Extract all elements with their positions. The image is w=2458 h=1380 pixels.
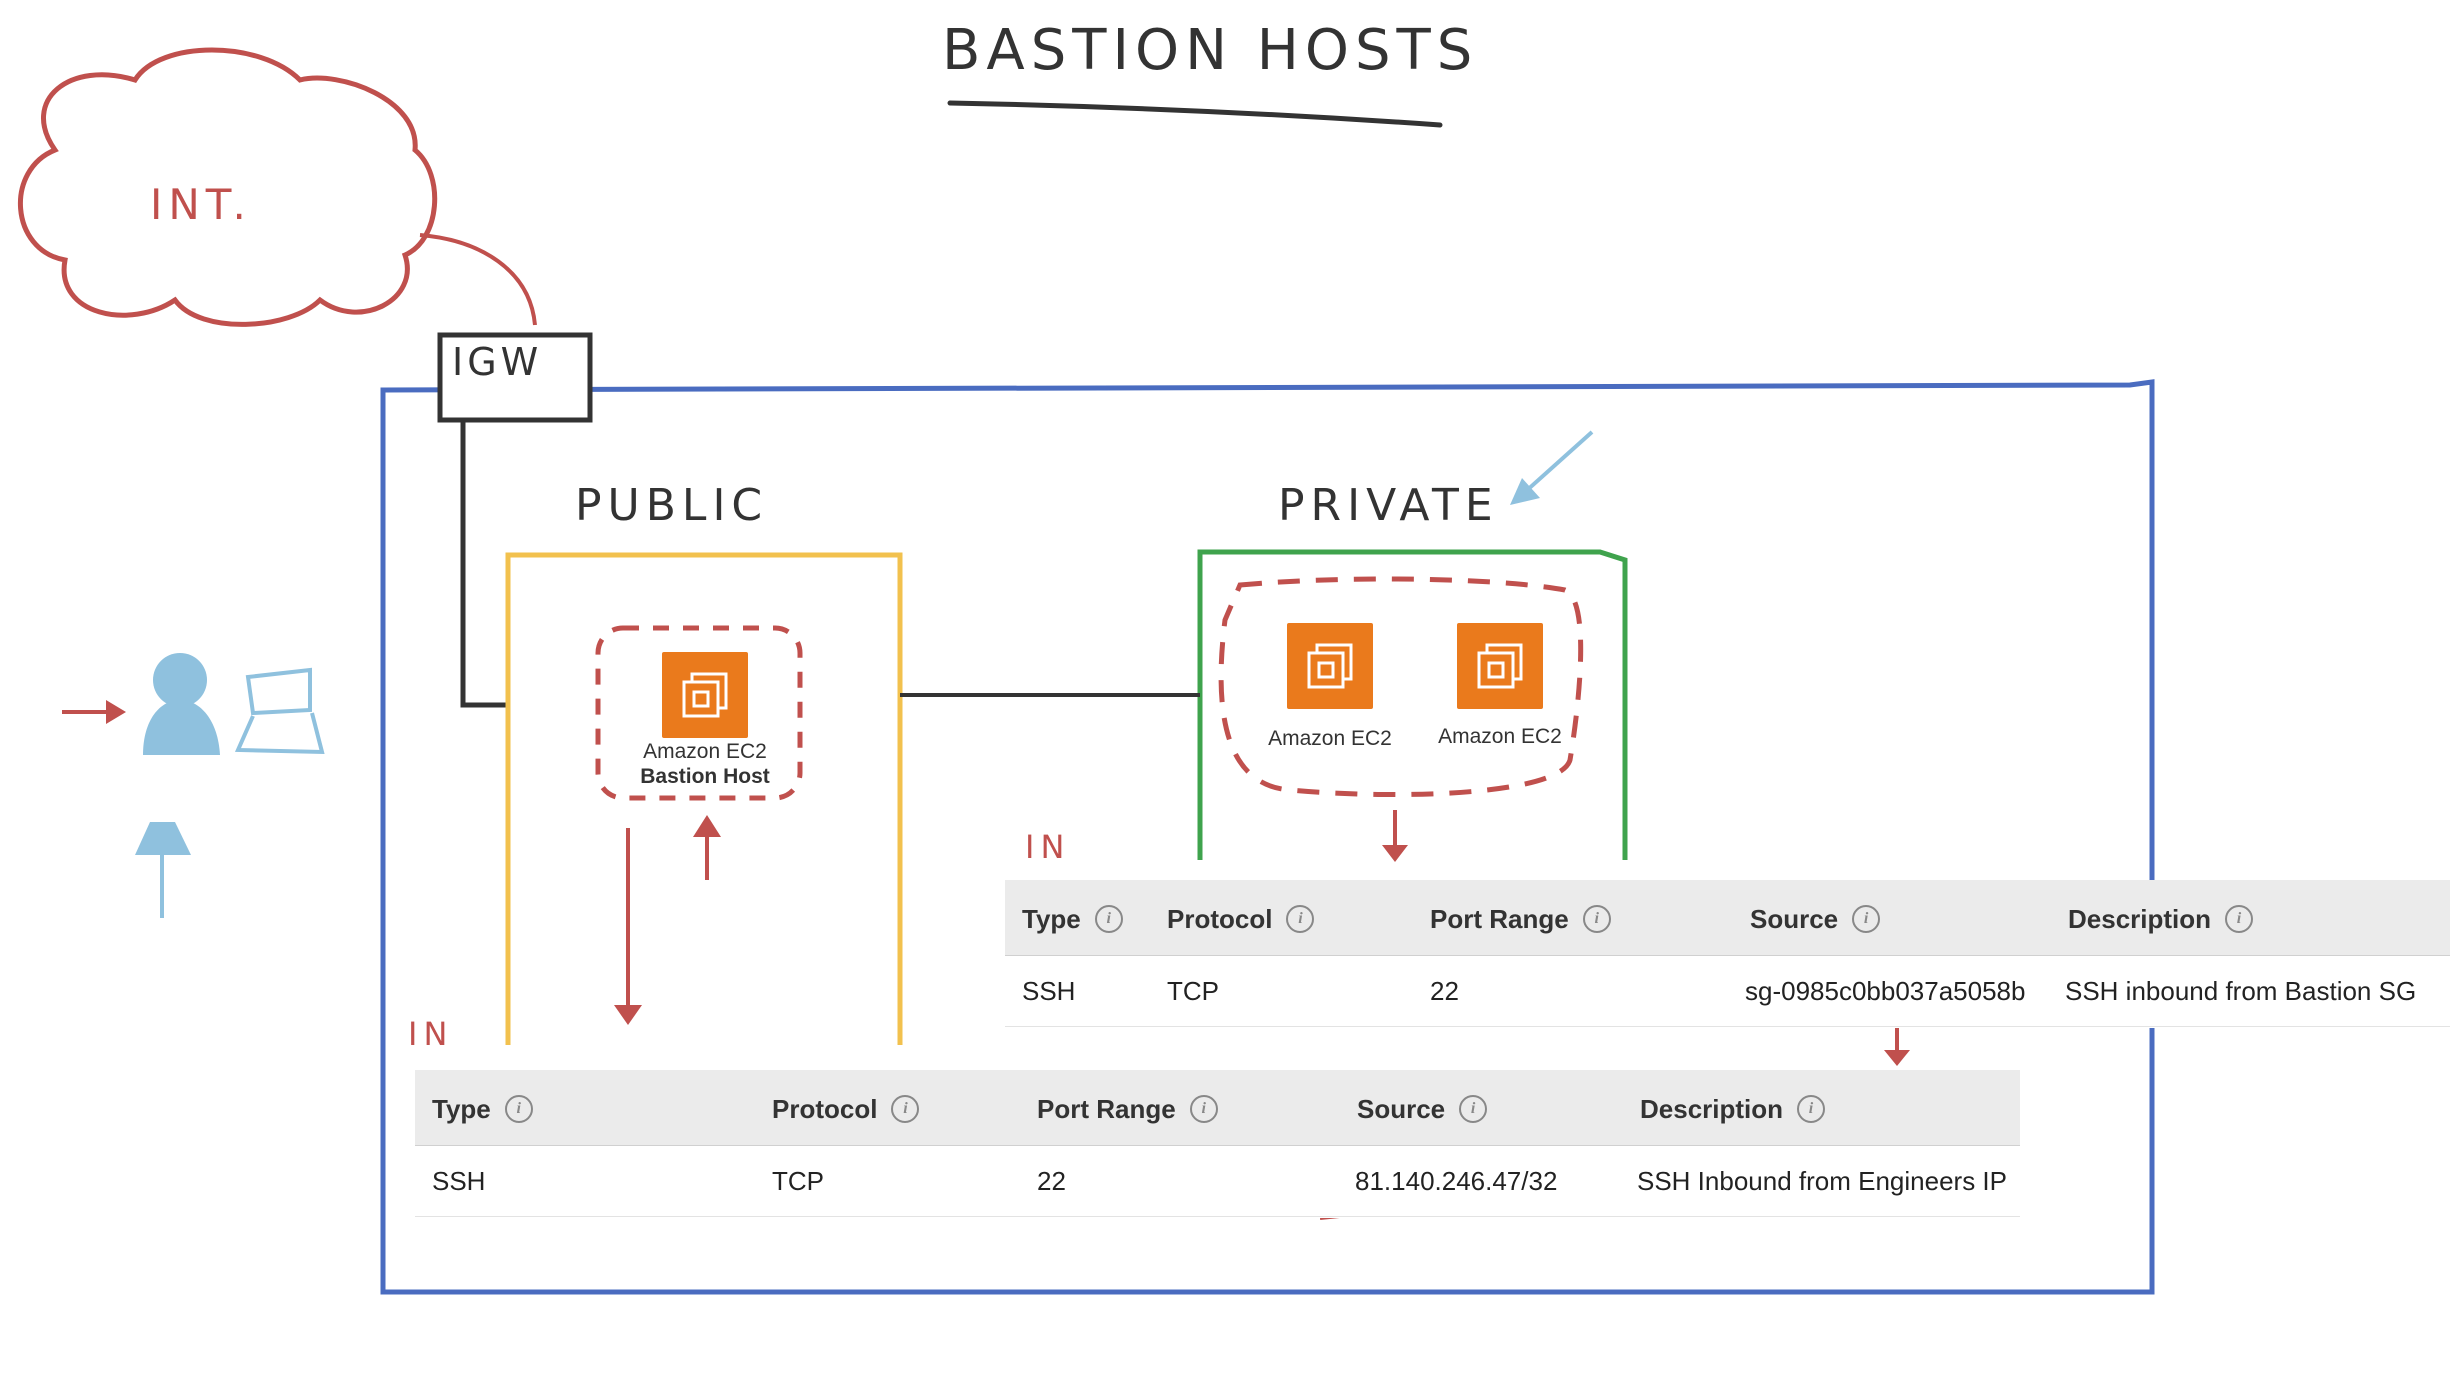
table-cell: SSH Inbound from Engineers IP <box>1637 1166 2007 1196</box>
bastion-outbound-arrowhead <box>614 1005 642 1025</box>
column-header-label: Type <box>432 1094 491 1124</box>
laptop-screen <box>245 667 312 716</box>
blue-up-head <box>135 822 191 855</box>
diagram-title: BASTION HOSTS <box>942 18 1479 83</box>
info-icon[interactable]: i <box>504 1095 533 1124</box>
column-header-label: Type <box>1022 904 1081 934</box>
private-ec2-icon <box>1457 623 1543 709</box>
user-head <box>153 653 207 707</box>
private-ec2-label: Amazon EC2 <box>1268 727 1392 750</box>
laptop-base <box>234 712 325 755</box>
table-cell: 22 <box>1037 1166 1066 1196</box>
info-icon[interactable]: i <box>1189 1095 1218 1124</box>
igw-box <box>437 332 593 423</box>
public-subnet-label: PUBLIC <box>575 480 769 531</box>
cloud-igw-connector <box>419 233 537 326</box>
private-ec2-label: Amazon EC2 <box>1438 725 1562 748</box>
table-cell: SSH <box>1022 976 1076 1006</box>
table-cell: 81.140.246.47/32 <box>1355 1166 1558 1196</box>
private-subnet-label: PRIVATE <box>1278 480 1499 531</box>
info-icon[interactable]: i <box>1286 905 1315 934</box>
internet-cloud-shape <box>18 47 438 327</box>
table-cell: sg-0985c0bb037a5058b <box>1745 976 2026 1006</box>
info-icon[interactable]: i <box>891 1095 920 1124</box>
private-subnet-border <box>1197 549 1628 860</box>
private-sg-boundary <box>1218 576 1584 798</box>
column-header-label: Description <box>1640 1094 1784 1124</box>
private-sg-down-arrowhead <box>1382 845 1408 862</box>
table-row: SSH TCP 22 sg-0985c0bb037a5058b SSH inbo… <box>1005 956 2450 1027</box>
column-header: Port Range i <box>1037 1094 1218 1125</box>
table-cell: SSH <box>432 1166 486 1196</box>
bastion-sg-boundary <box>595 625 803 801</box>
table-cell: TCP <box>772 1166 824 1196</box>
info-icon[interactable]: i <box>1582 905 1611 934</box>
column-header-label: Port Range <box>1037 1094 1176 1124</box>
private-inbound-label: IN <box>1025 828 1071 866</box>
table-cell: 22 <box>1430 976 1459 1006</box>
column-header: Description i <box>2068 904 2254 935</box>
column-header: Protocol i <box>1167 904 1315 935</box>
igw-public-link <box>460 420 508 708</box>
bastion-ec2-icon <box>662 652 748 738</box>
private-pointer-arrowhead <box>1510 478 1540 505</box>
column-header-label: Protocol <box>1167 904 1273 934</box>
info-icon[interactable]: i <box>1094 905 1123 934</box>
bastion-service-label: Amazon EC2 <box>643 740 767 763</box>
column-header: Port Range i <box>1430 904 1611 935</box>
table-cell: TCP <box>1167 976 1219 1006</box>
info-icon[interactable]: i <box>2225 905 2254 934</box>
column-header-label: Description <box>2068 904 2212 934</box>
info-icon[interactable]: i <box>1797 1095 1826 1124</box>
column-header-label: Port Range <box>1430 904 1569 934</box>
user-arrow-arrowhead <box>106 700 126 724</box>
table-cell: SSH inbound from Bastion SG <box>2065 976 2417 1006</box>
column-header-label: Protocol <box>772 1094 878 1124</box>
internet-label: INT. <box>150 180 252 229</box>
private-ec2-icon <box>1287 623 1373 709</box>
user-body <box>143 700 220 755</box>
info-icon[interactable]: i <box>1459 1095 1488 1124</box>
bastion-role-label: Bastion Host <box>640 765 770 788</box>
igw-label: IGW <box>452 340 543 384</box>
source-down-arrowhead <box>1884 1050 1910 1066</box>
vpc-boundary <box>380 379 2155 1295</box>
public-inbound-label: IN <box>408 1015 454 1053</box>
column-header-label: Source <box>1357 1094 1446 1124</box>
info-icon[interactable]: i <box>1852 905 1881 934</box>
column-header: Description i <box>1640 1094 1826 1125</box>
public-subnet-border <box>505 552 903 1045</box>
bastion-inbound-arrowhead <box>693 815 721 837</box>
table-row: SSH TCP 22 81.140.246.47/32 SSH Inbound … <box>415 1146 2020 1217</box>
title-underline <box>947 100 1443 128</box>
column-header-label: Source <box>1750 904 1839 934</box>
private-pointer-line <box>1523 430 1594 494</box>
column-header: Protocol i <box>772 1094 920 1125</box>
